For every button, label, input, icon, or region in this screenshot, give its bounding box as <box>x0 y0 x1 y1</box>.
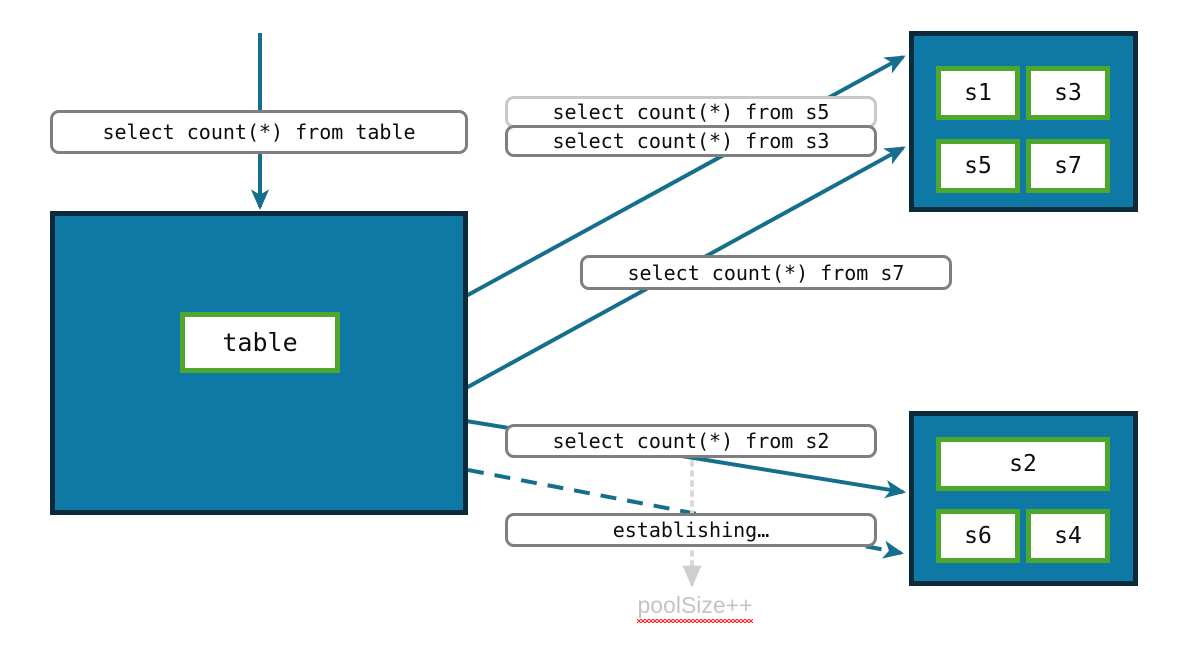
node-s2[interactable]: s2 <box>936 437 1110 491</box>
node-s4[interactable]: s4 <box>1026 509 1110 563</box>
node-s5[interactable]: s5 <box>936 139 1020 193</box>
node-table[interactable]: table <box>180 312 340 373</box>
node-s6[interactable]: s6 <box>936 509 1020 563</box>
node-s1[interactable]: s1 <box>936 66 1020 120</box>
node-s7[interactable]: s7 <box>1026 139 1110 193</box>
poolsize-note-text: poolSize++ <box>637 592 753 623</box>
query-label-to-s3[interactable]: select count(*) from s3 <box>505 125 877 157</box>
query-label-to-table[interactable]: select count(*) from table <box>50 110 468 154</box>
poolsize-note: poolSize++ <box>600 592 790 623</box>
query-label-establishing[interactable]: establishing… <box>505 513 877 547</box>
table-container <box>50 211 468 515</box>
query-label-to-s2[interactable]: select count(*) from s2 <box>505 424 877 458</box>
query-label-to-s7[interactable]: select count(*) from s7 <box>580 255 952 290</box>
node-s3[interactable]: s3 <box>1026 66 1110 120</box>
query-label-to-s5[interactable]: select count(*) from s5 <box>505 96 877 128</box>
